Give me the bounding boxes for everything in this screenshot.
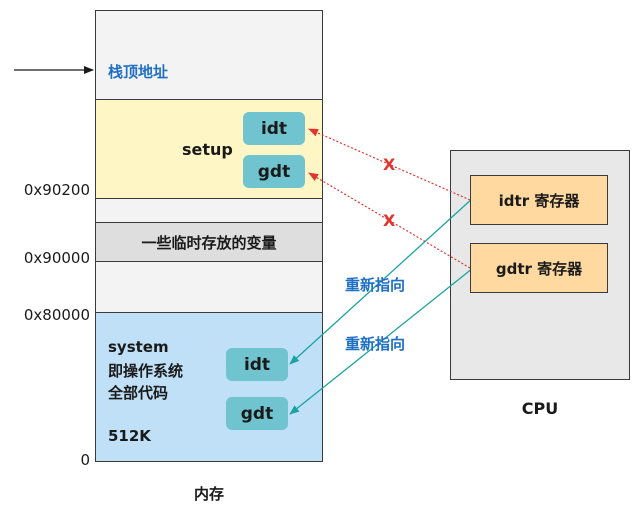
idtr-register: idtr 寄存器 — [470, 175, 608, 225]
stack-segment — [95, 10, 323, 100]
new-gdt-pointer — [289, 267, 474, 415]
temp-vars-label: 一些临时存放的变量 — [141, 234, 277, 252]
redirect-label-2: 重新指向 — [345, 335, 406, 353]
address-0x90000: 0x90000 — [23, 249, 90, 267]
old-gdt-pointer — [308, 172, 471, 269]
system-segment — [95, 312, 323, 462]
address-0x80000: 0x80000 — [23, 306, 90, 324]
gdt-cross-mark: X — [383, 211, 396, 230]
old-idt-pointer — [308, 128, 471, 201]
setup-gdt-box: gdt — [243, 155, 305, 188]
system-gdt-box: gdt — [226, 397, 288, 430]
gdtr-register: gdtr 寄存器 — [470, 243, 608, 293]
address-0: 0 — [80, 451, 90, 469]
stack-top-label: 栈顶地址 — [108, 63, 169, 81]
idt-cross-mark: X — [383, 155, 396, 174]
setup-label: setup — [182, 140, 233, 159]
temp-vars-segment — [95, 222, 323, 262]
new-idt-pointer — [289, 197, 474, 365]
system-idt-box: idt — [226, 348, 288, 381]
system-desc-line2: 全部代码 — [108, 384, 169, 402]
system-label: system — [108, 338, 169, 356]
address-0x90200: 0x90200 — [23, 181, 90, 199]
redirect-label-1: 重新指向 — [345, 276, 406, 294]
system-desc-line1: 即操作系统 — [108, 362, 184, 380]
cpu-caption: CPU — [521, 399, 559, 418]
setup-idt-box: idt — [243, 112, 305, 145]
system-size-label: 512K — [108, 427, 151, 445]
memory-caption: 内存 — [193, 485, 224, 503]
